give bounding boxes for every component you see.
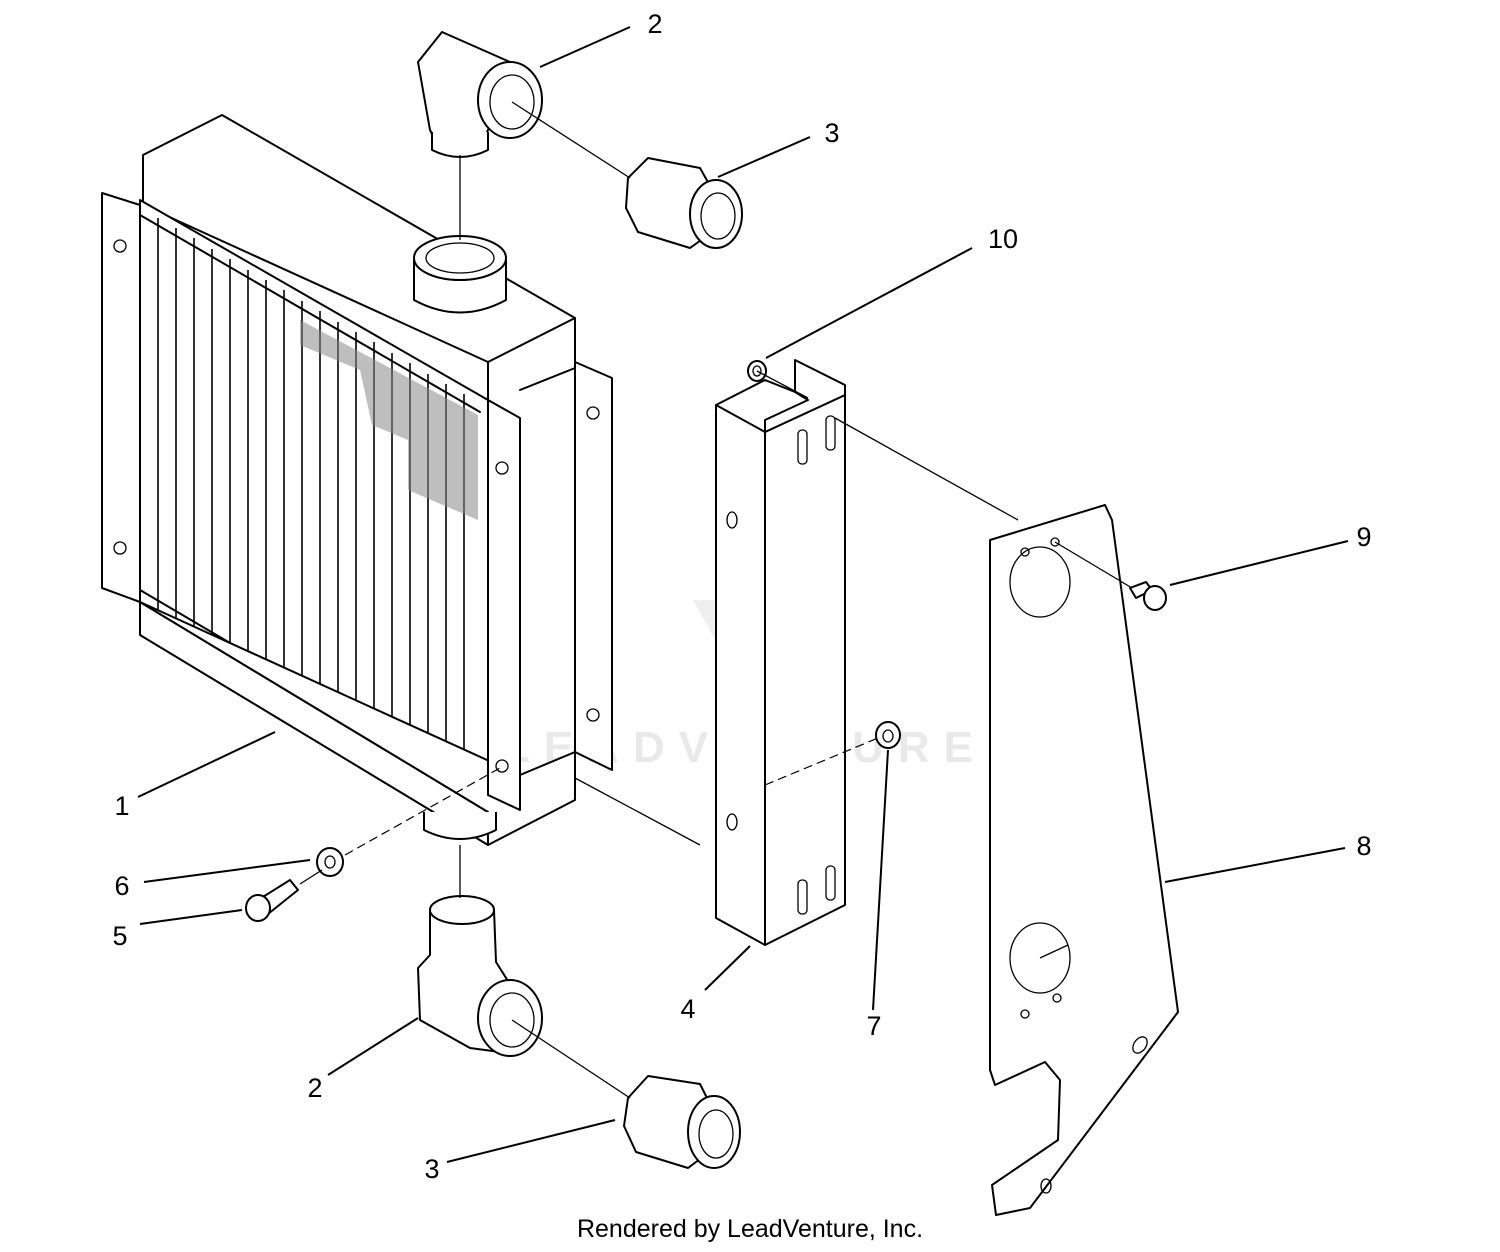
flange-hole <box>495 461 509 475</box>
nut-hole <box>752 365 762 377</box>
elbow-thread <box>431 132 489 158</box>
bottom-elbow-fitting[interactable] <box>417 895 543 1057</box>
left-mounting-flange <box>101 192 141 603</box>
plate-port-hole <box>1009 922 1071 994</box>
bracket-hole <box>726 813 738 831</box>
flange-hole <box>113 541 127 555</box>
plate-bolt-hole <box>1052 993 1062 1003</box>
bracket-edge <box>715 379 796 406</box>
plate-hole <box>1040 1178 1052 1194</box>
oil-cooler[interactable] <box>101 114 613 846</box>
callout-6: 6 <box>114 871 129 901</box>
washer-hole <box>324 855 336 869</box>
callout-4: 4 <box>680 994 695 1024</box>
callout-leaders <box>137 26 1349 1163</box>
cooler-fins <box>157 218 465 788</box>
callout-9: 9 <box>1356 522 1371 552</box>
adapter-end <box>687 1095 741 1169</box>
bracket-slot <box>825 415 836 451</box>
plate-slot <box>1132 1036 1148 1054</box>
tank-edge <box>139 601 489 846</box>
callout-3: 3 <box>824 118 839 148</box>
plate-outline <box>989 504 1179 1216</box>
flange-hole <box>495 759 509 773</box>
mounting-plate[interactable] <box>989 504 1179 1216</box>
plate-bolt-hole <box>1020 547 1030 557</box>
core-edge <box>139 214 481 413</box>
plate-bolt-hole <box>1020 1009 1030 1019</box>
callout-3: 3 <box>424 1154 439 1184</box>
flange-hole <box>586 406 600 420</box>
flange-hole <box>113 239 127 253</box>
callout-2: 2 <box>647 9 662 39</box>
bottom-port <box>423 812 497 840</box>
adapter-end <box>689 179 743 249</box>
elbow-port-rim <box>477 979 543 1057</box>
bracket-face <box>764 394 846 946</box>
cap-screw-9[interactable] <box>1129 581 1167 611</box>
credit-text: Rendered by LeadVenture, Inc. <box>577 1215 923 1243</box>
adapter-opening <box>698 1109 734 1159</box>
callout-8: 8 <box>1356 831 1371 861</box>
callout-5: 5 <box>112 921 127 951</box>
elbow-port-opening <box>489 74 535 130</box>
elbow-port-opening <box>489 992 535 1048</box>
callout-labels: 1 2 2 3 3 4 5 6 7 8 9 10 <box>112 9 1371 1184</box>
adapter-opening <box>700 192 736 240</box>
elbow-port-rim <box>477 61 543 139</box>
bottom-adapter-fitting[interactable] <box>623 1075 741 1169</box>
front-mounting-flange <box>487 399 521 811</box>
bracket-slot <box>797 429 808 465</box>
assembly-lines <box>299 101 1133 1099</box>
bracket-hole <box>726 511 738 529</box>
right-mounting-flange <box>574 361 613 771</box>
callout-2: 2 <box>307 1073 322 1103</box>
washer-body <box>316 847 344 877</box>
callout-10: 10 <box>988 224 1018 254</box>
nut-hole <box>882 729 894 743</box>
screw-head <box>245 894 271 922</box>
bracket-slot <box>825 865 836 901</box>
washer-6[interactable] <box>316 847 344 877</box>
channel-bracket[interactable] <box>715 359 846 946</box>
elbow-thread-top <box>429 895 495 925</box>
screw-head <box>1143 585 1167 611</box>
flange-hole <box>586 708 600 722</box>
nut-body <box>875 721 901 749</box>
plate-port-hole <box>1009 546 1071 618</box>
nut-7[interactable] <box>875 721 901 749</box>
top-adapter-fitting[interactable] <box>625 157 743 249</box>
top-elbow-fitting[interactable] <box>417 31 543 158</box>
callout-7: 7 <box>866 1011 881 1041</box>
cap-screw-5[interactable] <box>245 879 299 922</box>
bracket-slot <box>797 879 808 915</box>
bracket-side <box>715 404 766 946</box>
fin-hatching <box>300 320 478 520</box>
callout-1: 1 <box>114 791 129 821</box>
top-port-opening <box>425 242 495 274</box>
plate-bolt-hole <box>1050 537 1060 547</box>
